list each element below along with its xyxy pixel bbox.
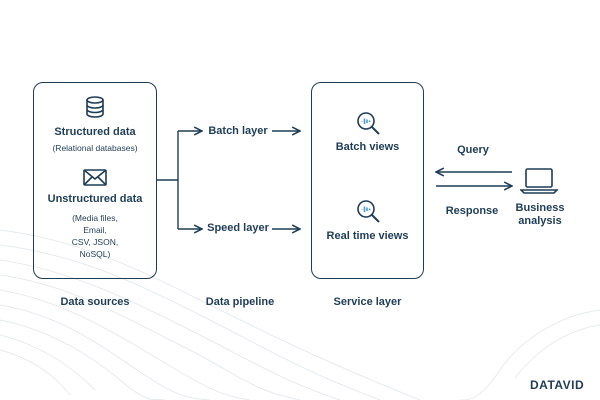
envelope-icon [83, 169, 107, 186]
unstructured-item: NoSQL) [79, 249, 111, 259]
datavid-logo: DATAVID [530, 378, 585, 392]
business-analysis-label-line1: Business [515, 202, 565, 214]
service-layer-label: Service layer [333, 296, 402, 308]
unstructured-data-title: Unstructured data [47, 193, 143, 205]
magnifier-icon [357, 200, 380, 223]
response-label: Response [445, 205, 499, 217]
data-sources-label: Data sources [60, 296, 130, 308]
laptop-icon [520, 168, 558, 194]
batch-views-label: Batch views [335, 141, 400, 153]
unstructured-item: CSV, JSON, [71, 237, 119, 247]
unstructured-item: (Media files, [72, 213, 118, 223]
service-layer-box [311, 82, 424, 279]
structured-data-subtitle: (Relational databases) [52, 143, 138, 153]
structured-data-title: Structured data [54, 126, 136, 138]
batch-layer-label: Batch layer [208, 125, 268, 137]
data-pipeline-label: Data pipeline [205, 296, 275, 308]
unstructured-item: Email, [83, 225, 107, 235]
data-sources-box [33, 82, 157, 279]
magnifier-icon [357, 112, 380, 135]
speed-layer-label: Speed layer [207, 222, 269, 234]
real-time-views-label: Real time views [326, 230, 409, 242]
database-icon [86, 96, 104, 118]
query-label: Query [457, 144, 489, 156]
business-analysis-label-line2: analysis [518, 215, 562, 227]
